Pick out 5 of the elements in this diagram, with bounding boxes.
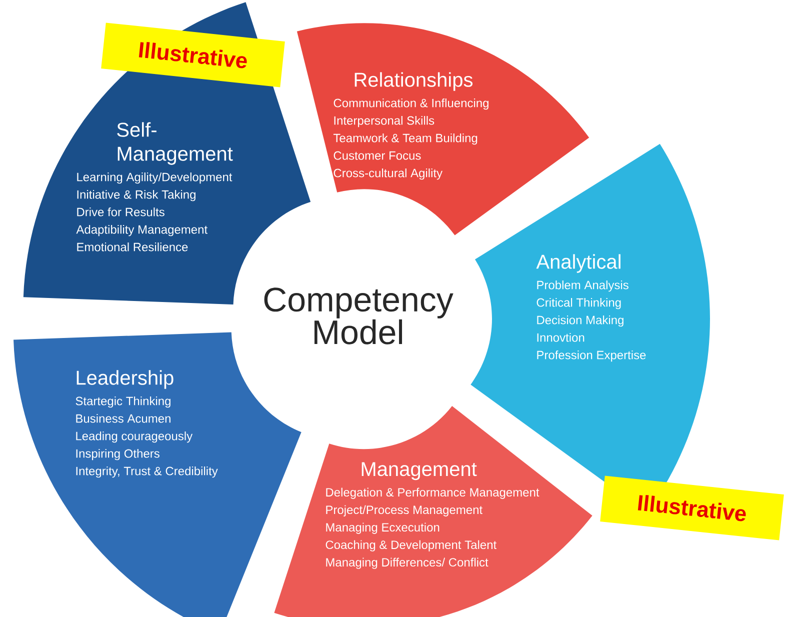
ring-segment: Management Delegation & Performance Management Project/Process Management Managing Ecxecution Coaching & Development Talent Managing Differences/ Conflict <box>274 406 592 617</box>
ring-segment: Leadership Startegic Thinking Business Acumen Leading courageously Inspiring Others Integrity, Trust & Credibility <box>14 332 302 617</box>
ring-segment: Relationships Communication & Influencing Interpersonal Skills Teamwork & Team Building Customer Focus Cross-cultural Agility <box>296 23 590 236</box>
sticker-label: Illustrative <box>101 22 285 88</box>
sticker-label: Illustrative <box>600 476 784 540</box>
